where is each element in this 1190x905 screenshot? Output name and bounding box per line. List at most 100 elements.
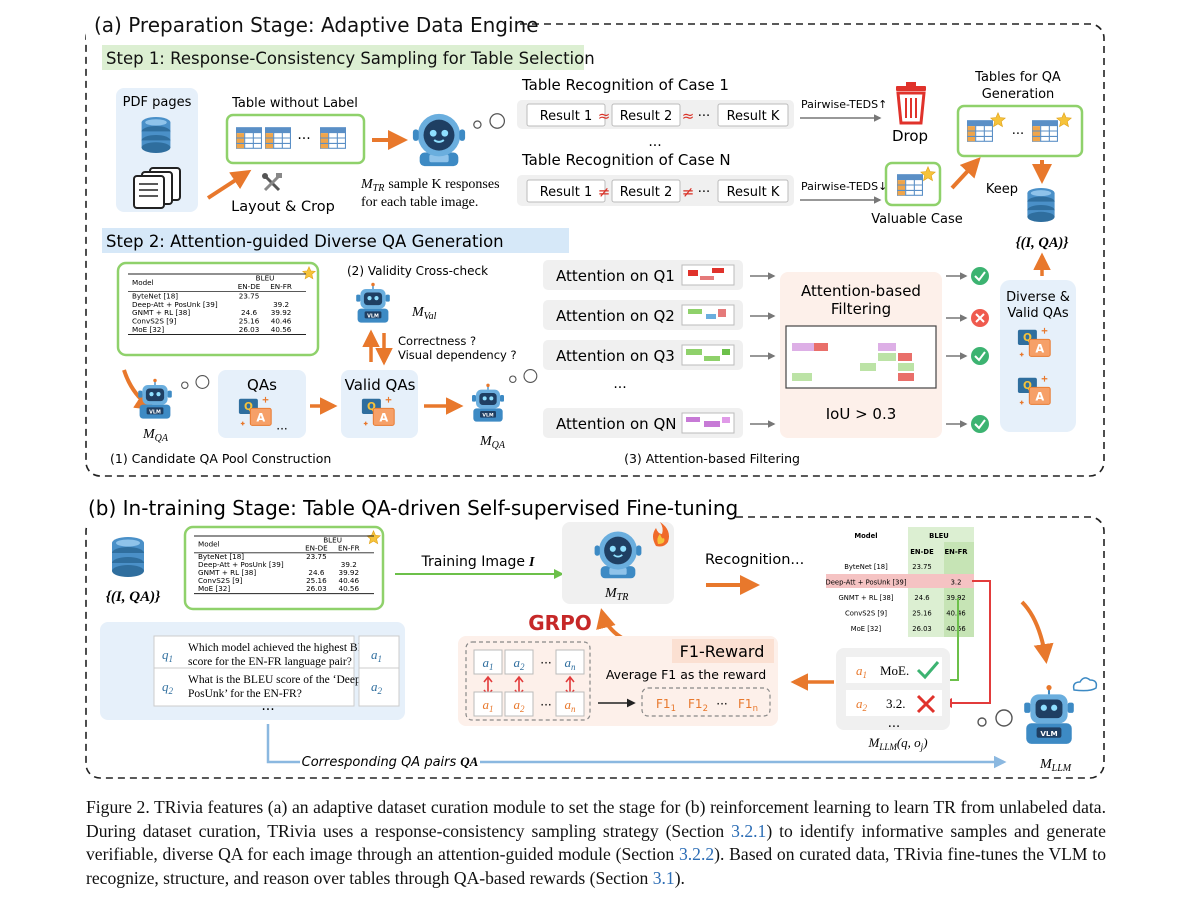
table-header-ende: EN-DE [238,282,261,291]
rec-to-answer-red [942,580,991,708]
cloud-icon [1072,677,1098,692]
table-cell-ende: 25.16 [306,576,327,585]
mllm-expr: MLLM(q, oj) [867,735,927,752]
ans-a1-symbol: a1 [856,663,867,680]
mqa2-robot-icon [471,383,505,423]
pairwise-up-label: Pairwise-TEDS↑ [801,98,887,111]
ans-moe: MoE. [880,663,909,678]
attention-filter-caption: (3) Attention-based Filtering [624,451,800,466]
rec-cell-ende: 25.16 [912,610,931,618]
ans-32: 3.2. [886,696,906,711]
mtr-robot-icon [411,112,467,168]
case1-approx: ≈ [598,107,611,125]
ellipsis: ··· [276,422,287,436]
rec-header-bleu: BLEU [929,532,949,540]
table-cell-enfr: 40.56 [271,325,292,334]
rec-header-ende: EN-DE [910,548,934,556]
case1-approx2: ≈ [682,107,695,125]
cross-icon [916,694,936,714]
section-ref-link[interactable]: 3.1 [652,867,675,888]
q1-text: Which model achieved the highest BLEU [188,642,381,654]
rec-cell-enfr: 39.92 [946,594,965,602]
table-cell-model: GNMT + RL [38] [132,308,190,317]
mval-robot-icon [355,282,391,324]
thought-bubble-icon [473,113,506,129]
candidate-table-card [116,261,320,357]
tables-qa-label: Tables for QA [974,70,1061,85]
ans-a2-symbol: a2 [856,696,868,713]
case1-result1: Result 1 [540,109,593,124]
attention-heatmap-table [785,325,937,389]
diverse-label: Diverse & [1006,290,1070,305]
f1-n: F1n [738,697,758,714]
rec-cell-model: MoE [32] [851,625,882,633]
rec-cell-enfr: 3.2 [951,579,962,587]
casen-result2: Result 2 [620,185,673,200]
case1-result2: Result 2 [620,109,673,124]
rec-cell-ende: 26.03 [912,625,931,633]
rec-cell-ende: 24.6 [914,594,929,602]
table-header-enfr: EN-FR [338,543,360,552]
candidate-caption: (1) Candidate QA Pool Construction [110,451,331,466]
tables-qa-box [956,104,1084,158]
q2-symbol: q2 [162,679,174,696]
mqa-robot-icon [137,378,173,420]
mtr-label-line2: for each table image. [361,195,478,210]
qa-ellipsis: ··· [261,702,274,718]
section-ref-link[interactable]: 3.2.1 [731,820,767,841]
q1-text-line2: score for the EN-FR language pair? [188,656,352,668]
table-cell-model: Deep-Att + PosUnk [39] [132,300,218,309]
keep-label: Keep [986,182,1018,197]
check-icon [971,415,989,433]
casen-neq: ≠ [598,183,611,201]
trash-icon [896,82,926,125]
database-icon [141,117,171,153]
table-cell-ende: 23.75 [239,291,260,300]
rec-header-model: Model [854,532,877,540]
tools-icon [262,173,282,192]
f1-1: F11 [656,697,676,714]
table-cell-model: MoE [32] [132,325,164,334]
valuable-case-label: Valuable Case [871,212,962,227]
diverse-label-line2: Valid QAs [1007,306,1069,321]
table-header-model: Model [198,539,220,548]
case-vdots: ... [648,134,661,150]
visual-dependency-label: Visual dependency ? [398,348,517,362]
table-cell-ende: 26.03 [306,584,327,593]
step2-title: Step 2: Attention-guided Diverse QA Gene… [106,232,504,251]
a1-symbol: a1 [371,647,382,664]
table-cell-enfr: 40.56 [339,584,360,593]
check-icon [916,661,940,680]
table-header-ende: EN-DE [305,543,328,552]
table-cell-model: GNMT + RL [38] [198,568,256,577]
grpo-arrow [596,608,624,640]
stage-b-title: (b) In-training Stage: Table QA-driven S… [88,496,738,520]
rec-cell-model: ByteNet [18] [844,563,888,571]
rec-cell-model: GNMT + RL [38] [838,594,893,602]
rec-cell-model: ConvS2S [9] [845,610,887,618]
table-icon [967,120,993,142]
layout-crop-arrow [206,169,252,200]
section-ref-link[interactable]: 3.2.2 [678,844,715,864]
answer-group-box [465,641,591,721]
iou-label: IoU > 0.3 [826,405,897,423]
drop-label: Drop [892,127,928,145]
tables-qa-label-line2: Generation [982,87,1055,102]
svg-text:a1: a1 [483,655,494,672]
table-icon [236,127,262,149]
svg-text:Attention on Q1: Attention on Q1 [556,267,675,285]
valid-qas-label: Valid QAs [345,376,416,394]
f1-scores-box [641,687,771,717]
answer-group: a1 a2 ··· an a1 a2 ··· an [473,649,585,717]
table-cell-model: ConvS2S [9] [198,576,243,585]
mqa2-label: MQA [479,434,506,451]
to-qa-tables-arrow [950,157,981,190]
attention-row-qn: Attention on QN [543,408,743,438]
svg-text:a2: a2 [514,655,526,672]
svg-text:Attention on QN: Attention on QN [556,415,676,433]
check-icon [971,347,989,365]
table-cell-enfr: 39.92 [271,308,292,317]
f1-2: F12 [688,697,708,714]
